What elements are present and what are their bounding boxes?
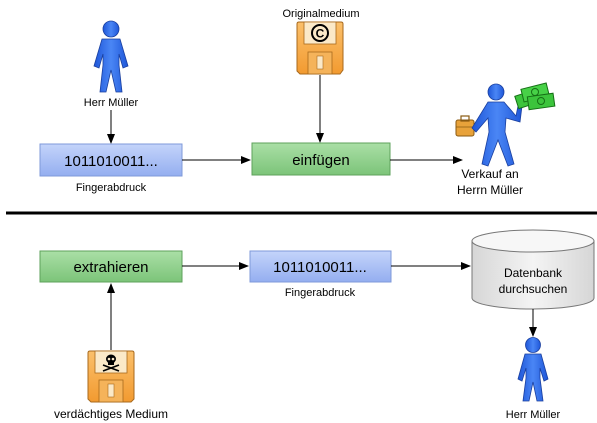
skull-icon <box>102 354 120 372</box>
suitcase-icon <box>455 115 475 137</box>
skull-floppy-icon <box>87 350 135 403</box>
database-label: Datenbank <box>504 266 563 280</box>
person-label: Herr Müller <box>84 97 139 109</box>
fingerprint-value-bottom: 1011010011... <box>273 259 367 276</box>
embed-label: einfügen <box>292 152 350 169</box>
copyright-floppy-icon: C <box>296 21 344 75</box>
database-cylinder-icon <box>471 229 595 310</box>
extract-label: extrahieren <box>73 259 148 276</box>
fingerprint-value: 1011010011... <box>64 153 158 170</box>
person-with-money-icon <box>455 82 556 167</box>
database-label-line2: durchsuchen <box>499 282 568 296</box>
svg-text:C: C <box>316 27 325 41</box>
fingerprint-label-bottom: Fingerabdruck <box>285 287 356 299</box>
fingerprint-label: Fingerabdruck <box>76 182 147 194</box>
embed-box: einfügen <box>251 142 391 176</box>
person-label-bottom: Herr Müller <box>506 409 561 421</box>
person-icon <box>93 20 129 93</box>
fingerprint-box: 1011010011... <box>39 143 183 177</box>
person-icon-bottom <box>517 337 549 402</box>
extract-box: extrahieren <box>39 250 183 283</box>
sale-label-line2: Herrn Müller <box>457 183 523 197</box>
suspect-medium-label: verdächtiges Medium <box>54 407 168 421</box>
original-medium-label: Originalmedium <box>282 8 359 20</box>
fingerprint-box-bottom: 1011010011... <box>249 250 392 283</box>
money-icon <box>514 82 556 111</box>
sale-label: Verkauf an <box>461 167 518 181</box>
